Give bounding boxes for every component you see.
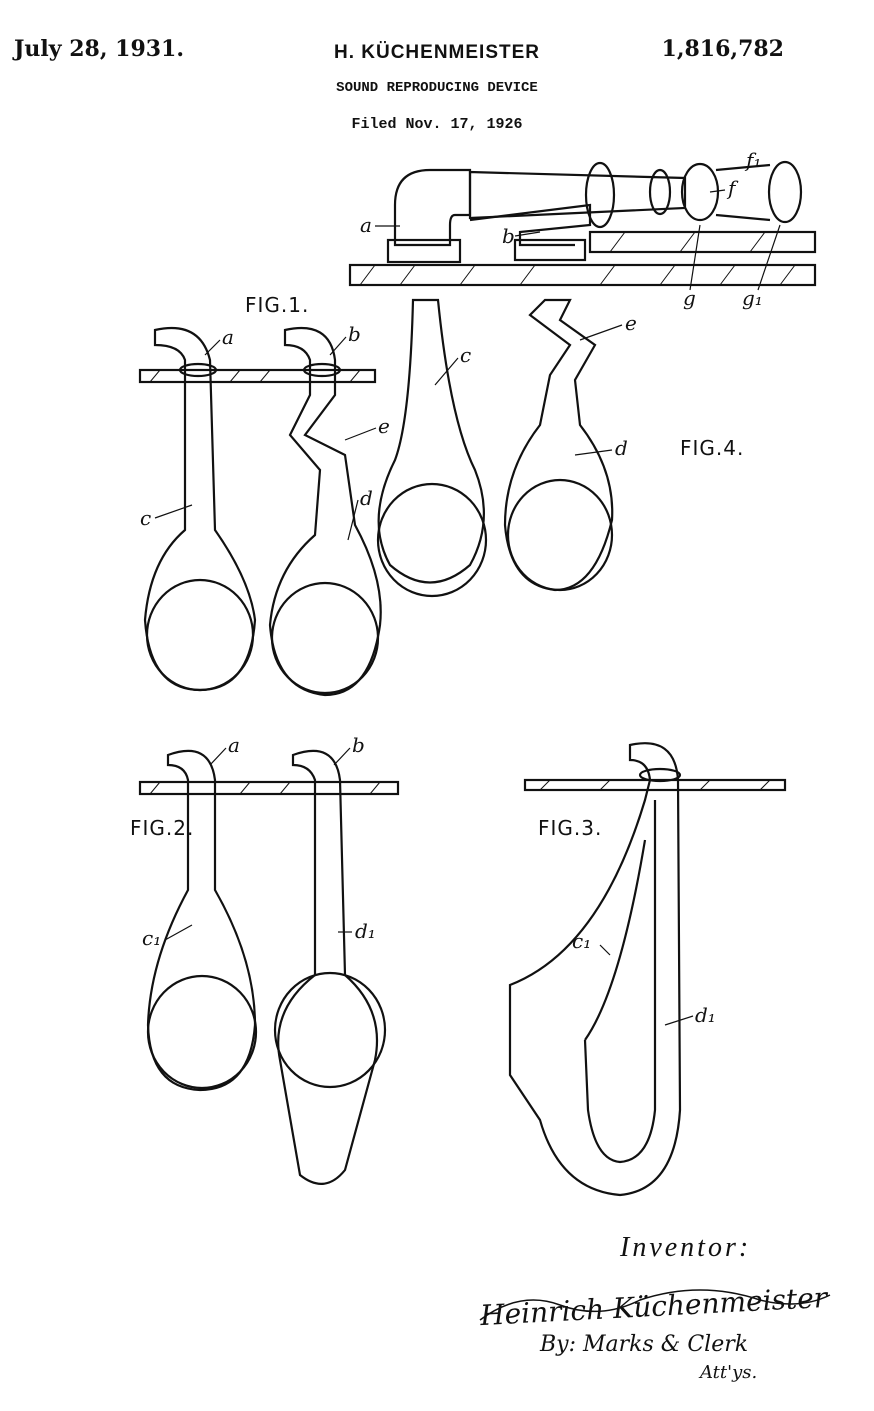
label-c1-fig2: c₁ — [142, 926, 161, 950]
fig1-collar-b — [302, 362, 342, 378]
fig1-board — [138, 368, 377, 384]
fig1-drawing — [138, 326, 382, 697]
fig2-horn-d1-mouth — [273, 971, 387, 1089]
label-g-fig4: g — [683, 286, 696, 310]
fig4-horn-c — [377, 298, 485, 584]
fig3-horn — [508, 742, 682, 1197]
label-g1-fig4: g₁ — [742, 286, 763, 310]
attorneys-abbrev: Att'ys. — [700, 1362, 758, 1383]
label-c-fig4: c — [460, 343, 471, 367]
fig4-horn-c-mouth — [376, 482, 488, 598]
filing-date: Filed Nov. 17, 1926 — [351, 116, 523, 133]
fig2-drawing — [138, 749, 400, 1185]
fig4-coupling — [584, 161, 616, 229]
label-e-fig4: e — [625, 311, 637, 335]
label-b-fig1: b — [348, 322, 361, 346]
inventor-label: Inventor: — [620, 1232, 752, 1263]
fig4-lower-tube — [469, 203, 592, 247]
fig4-hatching — [359, 231, 796, 286]
fig4-horn-d-mouth — [506, 478, 614, 592]
fig2-caption: FIG.2. — [130, 816, 194, 840]
fig3-caption: FIG.3. — [538, 816, 602, 840]
fig4-horn-d — [503, 298, 614, 592]
fig4-flange-a — [386, 238, 462, 264]
patent-title: SOUND REPRODUCING DEVICE — [336, 80, 538, 96]
fig4-ring — [648, 168, 672, 216]
signature-flourish — [479, 1289, 831, 1321]
fig1-horn-c-mouth — [145, 578, 255, 692]
fig4-sound-box-f1 — [767, 160, 803, 224]
label-d-fig1: d — [360, 486, 373, 510]
fig2-horn-c1-mouth — [146, 974, 258, 1090]
fig2-board — [138, 780, 400, 796]
fig3-drawing — [508, 742, 787, 1197]
fig1-caption: FIG.1. — [245, 293, 309, 317]
label-a-fig2: a — [228, 733, 240, 757]
fig4-base-board — [348, 263, 817, 287]
patent-date: July 28, 1931. — [14, 36, 185, 62]
label-a-fig1: a — [222, 325, 234, 349]
fig4-upper-board — [588, 230, 817, 254]
label-d-fig4: d — [615, 436, 628, 460]
fig3-inner-horn-c1 — [584, 839, 647, 1041]
label-f1-fig4: f₁ — [744, 148, 761, 172]
label-d1-fig3: d₁ — [695, 1003, 716, 1027]
fig3-inner-tube-d1 — [583, 800, 657, 1164]
fig2-horn-d1 — [277, 749, 379, 1185]
fig4-flange-b — [513, 238, 587, 262]
fig1-collar-a — [178, 362, 218, 378]
attorney-signature: By: Marks & Clerk — [540, 1332, 749, 1357]
leader-lines — [154, 189, 781, 1026]
fig4-elbow-a — [393, 168, 472, 247]
label-f-fig4: f — [726, 176, 739, 200]
label-c-fig1: c — [140, 506, 151, 530]
label-b-fig2: b — [352, 733, 365, 757]
label-e-fig1: e — [378, 414, 390, 438]
label-b-fig4: b — [502, 224, 515, 248]
fig2-horn-c1 — [146, 749, 257, 1092]
label-a-fig4: a — [360, 213, 372, 237]
inventor-name-header: H. KÜCHENMEISTER — [333, 42, 540, 63]
fig1-horn-d-mouth — [270, 581, 380, 695]
fig1-horn-d — [268, 326, 382, 697]
label-d1-fig2: d₁ — [355, 919, 376, 943]
fig3-collar — [638, 767, 682, 783]
fig4-drawing — [348, 160, 817, 598]
patent-number: 1,816,782 — [661, 36, 784, 62]
label-c1-fig3: c₁ — [572, 929, 591, 953]
fig4-caption: FIG.4. — [680, 436, 744, 460]
fig4-sound-box-f — [680, 162, 720, 222]
